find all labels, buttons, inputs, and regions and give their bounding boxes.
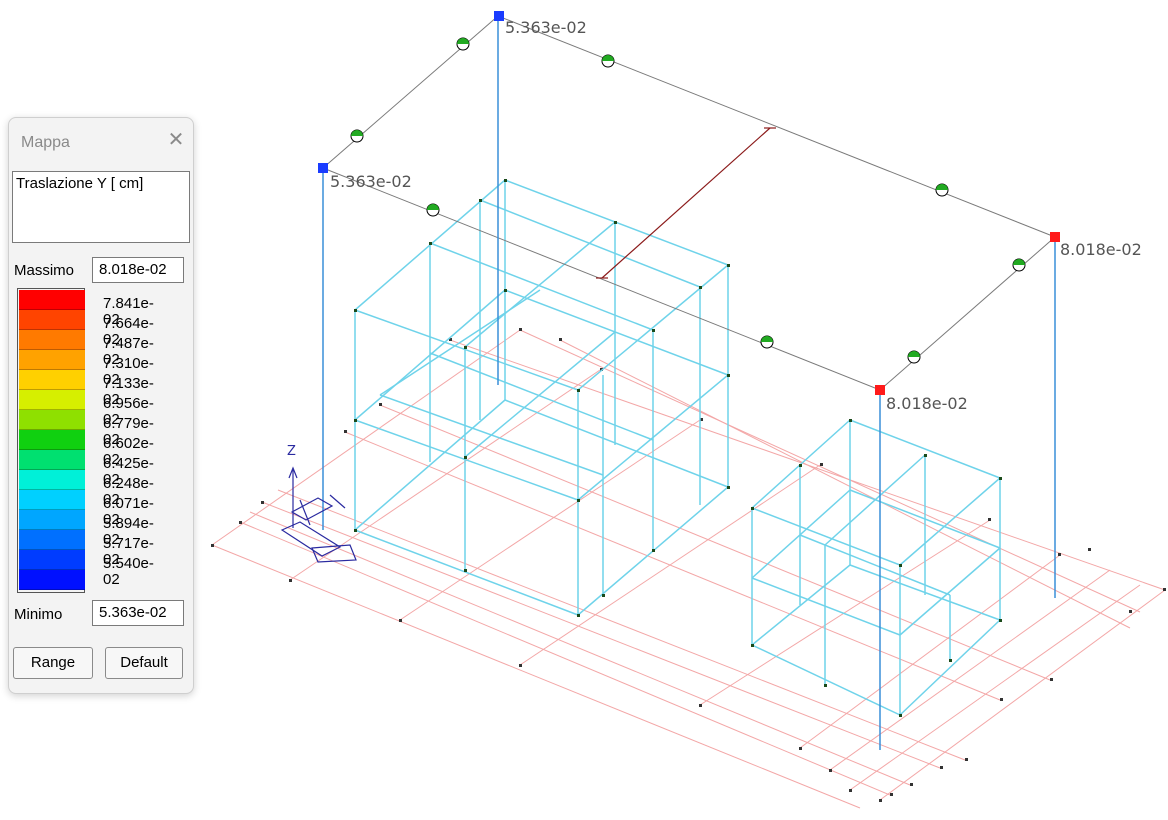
legend-value: 7.664e-02 (103, 315, 154, 348)
hinge-markers (350, 37, 1026, 364)
legend-swatch (19, 330, 85, 350)
top-slab (322, 15, 1056, 391)
legend-value: 6.602e-02 (103, 435, 154, 468)
mappa-panel[interactable]: Mappa ✕ Traslazione Y [ cm] Massimo 8.01… (8, 117, 194, 694)
legend-value: 7.841e-02 (103, 295, 154, 328)
columns (322, 16, 1056, 750)
frame-nodes (354, 179, 1002, 717)
min-value-field[interactable]: 5.363e-02 (92, 600, 184, 626)
legend-swatch (19, 390, 85, 410)
right-frame (751, 419, 1001, 716)
max-value-field[interactable]: 8.018e-02 (92, 257, 184, 283)
min-label: Minimo (14, 606, 63, 623)
min-node-left (318, 163, 328, 173)
max-node-right (1050, 232, 1060, 242)
node-label-right: 8.018e-02 (1060, 240, 1142, 259)
panel-title: Mappa (21, 134, 70, 151)
legend-value: 5.717e-02 (103, 535, 154, 568)
default-button[interactable]: Default (105, 647, 183, 679)
legend-color-bar (17, 288, 85, 593)
legend-swatch (19, 510, 85, 530)
legend-swatch (19, 350, 85, 370)
legend-swatch (19, 470, 85, 490)
legend-value: 6.248e-02 (103, 475, 154, 508)
result-nodes[interactable] (318, 11, 1060, 395)
legend-value: 5.894e-02 (103, 515, 154, 548)
min-node-top (494, 11, 504, 21)
legend-swatch (19, 430, 85, 450)
z-axis-label: Z (287, 444, 296, 459)
close-icon[interactable]: ✕ (167, 129, 185, 151)
node-label-left: 5.363e-02 (330, 172, 412, 191)
legend-swatch (19, 530, 85, 550)
legend-value: 6.956e-02 (103, 395, 154, 428)
legend-value: 7.310e-02 (103, 355, 154, 388)
variable-text: Traslazione Y [ cm] (16, 175, 144, 192)
variable-display: Traslazione Y [ cm] (12, 171, 190, 243)
legend-value: 7.487e-02 (103, 335, 154, 368)
legend-swatch (19, 370, 85, 390)
axis-triad-icon (280, 466, 357, 563)
legend-value: 6.071e-02 (103, 495, 154, 528)
legend-value: 7.133e-02 (103, 375, 154, 408)
legend-value: 5.540e-02 (103, 555, 154, 588)
max-label: Massimo (14, 262, 75, 279)
node-label-front: 8.018e-02 (886, 394, 968, 413)
legend-swatch (19, 410, 85, 430)
slab-beam (596, 127, 776, 279)
foundation-grid (211, 329, 1166, 809)
range-button[interactable]: Range (13, 647, 93, 679)
legend-value: 6.425e-02 (103, 455, 154, 488)
legend-swatch (19, 310, 85, 330)
legend-swatch (19, 450, 85, 470)
legend-swatch (19, 490, 85, 510)
node-label-top: 5.363e-02 (505, 18, 587, 37)
legend-swatch (19, 290, 85, 310)
legend-value: 6.779e-02 (103, 415, 154, 448)
legend-swatch (19, 550, 85, 570)
max-node-front (875, 385, 885, 395)
grid-nodes (211, 328, 1166, 802)
legend-swatch (19, 570, 85, 590)
left-frame (354, 179, 729, 616)
